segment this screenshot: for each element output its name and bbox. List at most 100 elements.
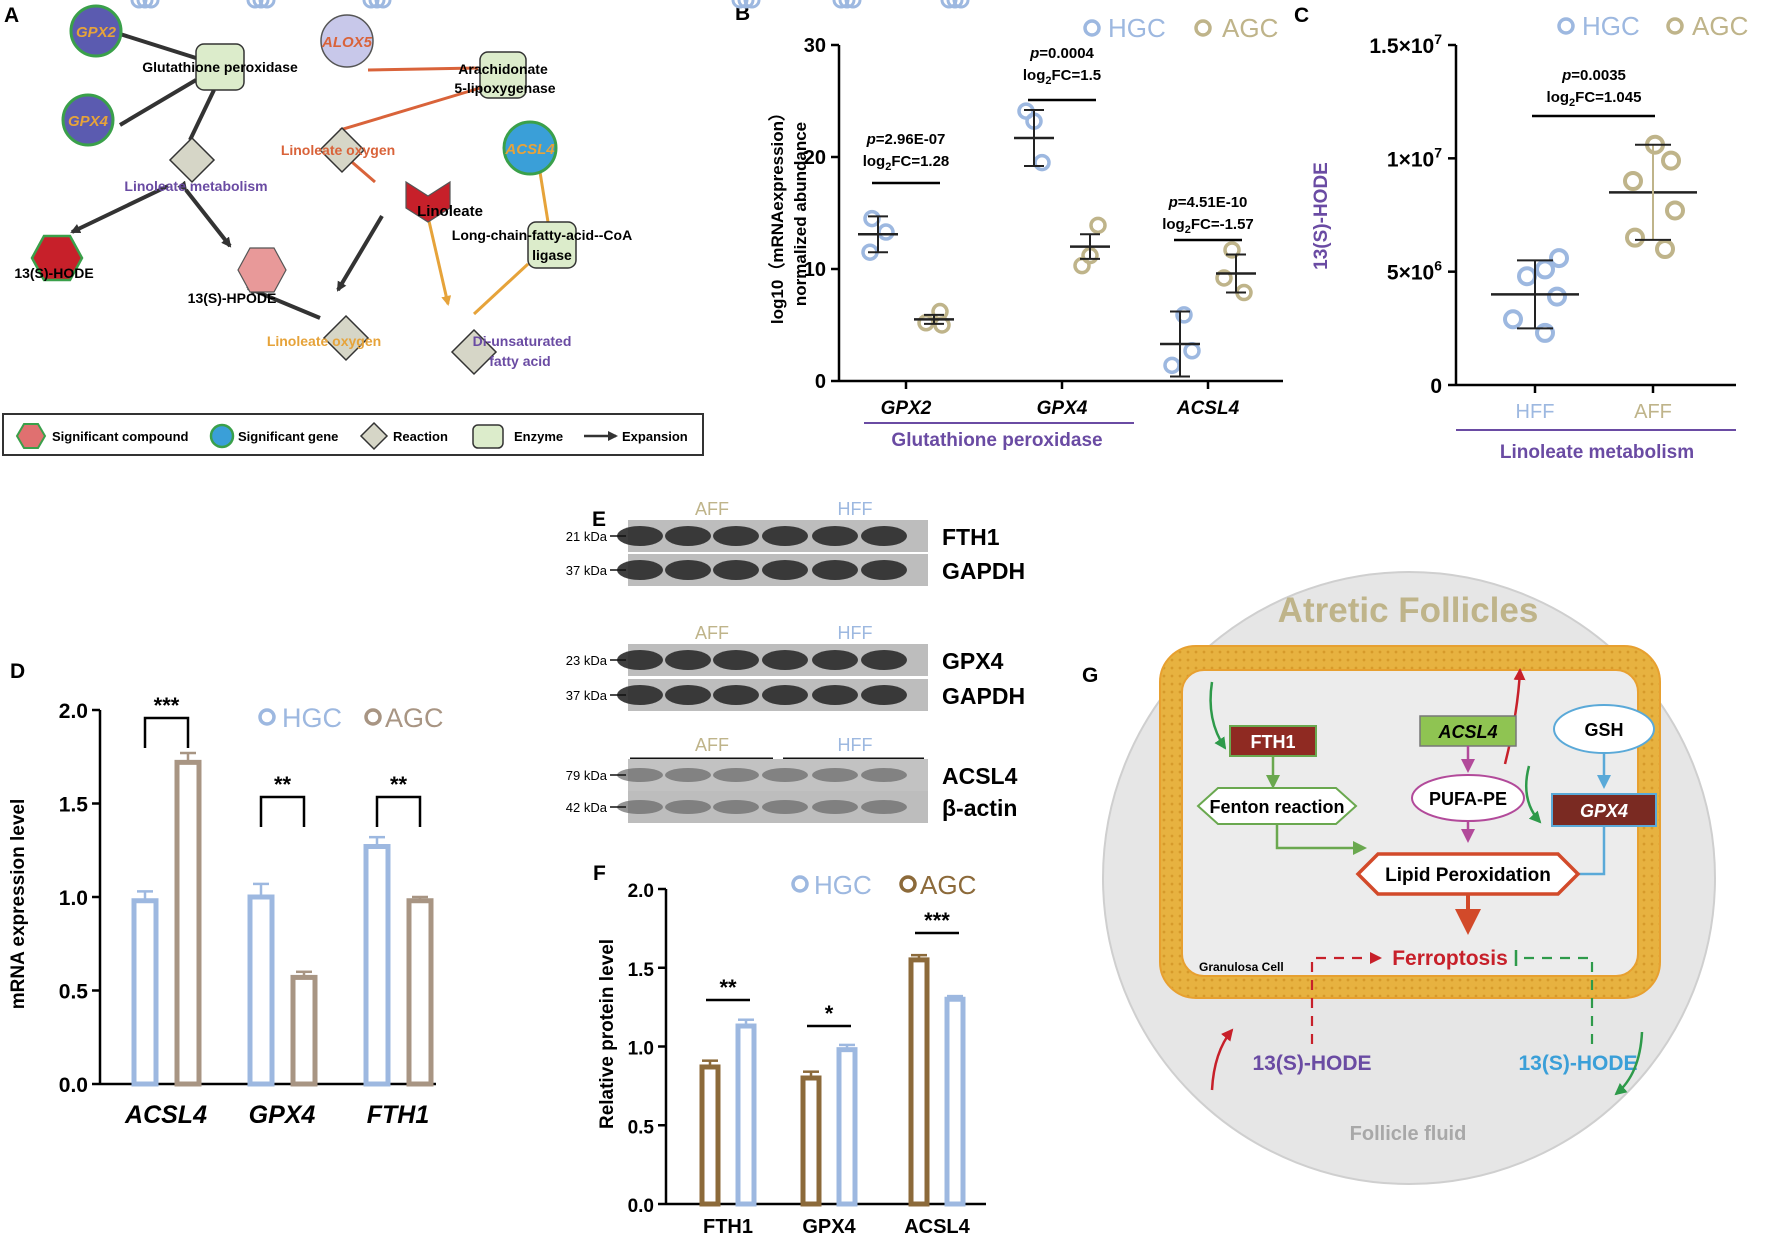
compound-13s-hode-label: 13(S)-HODE bbox=[14, 265, 93, 281]
panel-d-legend: HGC AGC bbox=[258, 703, 444, 733]
blot-kda-label: 79 kDa bbox=[566, 768, 608, 783]
bar bbox=[247, 894, 275, 1087]
lipid-peroxidation-hexagon bbox=[1355, 852, 1581, 896]
enzyme-arachidonate-box bbox=[479, 51, 527, 99]
enzyme-long-chain-label-1: Long-chain-fatty-acid--CoA bbox=[452, 227, 632, 243]
ferroptosis-label: Ferroptosis bbox=[1392, 947, 1508, 970]
legend-agc-marker bbox=[1666, 17, 1684, 35]
bar bbox=[944, 996, 966, 1207]
legend-compound-icon bbox=[15, 423, 47, 449]
significance-label: ** bbox=[274, 772, 292, 797]
data-point bbox=[1625, 227, 1645, 248]
reaction-di-unsaturated bbox=[450, 328, 498, 376]
y-tick-label: 2.0 bbox=[59, 700, 88, 723]
data-point bbox=[1665, 200, 1685, 221]
legend-expansion-label: Expansion bbox=[622, 429, 688, 444]
data-point bbox=[1223, 241, 1241, 259]
blot-band bbox=[665, 685, 711, 705]
x-tick-label: AFF bbox=[1634, 401, 1672, 423]
panel-a: A GPX2 GPX4 ALOX5 bbox=[2, 4, 704, 456]
legend-reaction-label: Reaction bbox=[393, 429, 448, 444]
panel-g-title: Atretic Follicles bbox=[1278, 591, 1539, 630]
y-tick-label: 0.5 bbox=[59, 981, 89, 1004]
legend-hgc-label: HGC bbox=[1582, 11, 1640, 41]
bar bbox=[131, 898, 159, 1087]
enzyme-glutathione-peroxidase-label: Glutathione peroxidase bbox=[142, 59, 298, 75]
reaction-di-unsaturated-label-2: fatty acid bbox=[489, 353, 550, 369]
bar bbox=[174, 759, 202, 1087]
reaction-di-unsaturated-label-1: Di-unsaturated bbox=[473, 333, 572, 349]
gene-gpx2: GPX2 bbox=[69, 4, 123, 58]
data-point bbox=[1547, 286, 1567, 307]
data-point bbox=[368, 0, 386, 9]
significance-label: ** bbox=[390, 772, 408, 797]
bar bbox=[699, 1064, 721, 1207]
y-tick-label: 1.5 bbox=[628, 960, 655, 981]
data-point bbox=[1175, 306, 1193, 324]
panel-f: F HGC AGC Relative protein level 0.00.51… bbox=[593, 0, 986, 1238]
hode-left-promote-arrow bbox=[1310, 952, 1382, 1044]
x-tick-label: FTH1 bbox=[367, 1101, 430, 1129]
data-point bbox=[142, 0, 160, 9]
y-tick-label: 2.0 bbox=[628, 881, 654, 902]
significance-label: * bbox=[825, 1001, 834, 1026]
reaction-linoleate-metabolism-label: Linoleate metabolism bbox=[124, 178, 267, 194]
blot-band bbox=[617, 800, 663, 814]
blot-kda-label: 21 kDa bbox=[566, 529, 608, 544]
compound-13s-hpode bbox=[237, 247, 287, 293]
blot-band bbox=[713, 685, 759, 705]
legend-hgc-label: HGC bbox=[282, 703, 342, 733]
y-tick-label: 1.0 bbox=[628, 1039, 654, 1060]
x-tick-label: FTH1 bbox=[703, 1216, 753, 1238]
panel-f-ylabel: Relative protein level bbox=[597, 939, 618, 1129]
data-point bbox=[246, 0, 264, 9]
gene-gpx4-label: GPX4 bbox=[68, 113, 109, 130]
blot-band bbox=[617, 768, 663, 782]
significance-label: *** bbox=[924, 908, 950, 933]
panel-b-ylabel-2: normalized abundance bbox=[791, 122, 810, 306]
data-point bbox=[844, 0, 862, 9]
bar bbox=[735, 1023, 757, 1207]
legend-hgc-marker bbox=[1557, 17, 1575, 35]
blot-band bbox=[861, 560, 907, 580]
fenton-reaction-label: Fenton reaction bbox=[1209, 797, 1344, 817]
blot-group-label: AFF bbox=[695, 735, 729, 755]
x-tick-label: GPX2 bbox=[881, 398, 932, 419]
reaction-linoleate-oxygen-top-label: Linoleate oxygen bbox=[281, 142, 395, 158]
y-tick-label: 0 bbox=[815, 371, 826, 393]
data-point bbox=[374, 0, 392, 9]
legend-gene-label: Significant gene bbox=[238, 429, 338, 444]
blot-protein-label: FTH1 bbox=[942, 524, 1000, 550]
legend-hgc-marker bbox=[791, 875, 809, 893]
gene-acsl4-label: ACSL4 bbox=[504, 141, 555, 158]
blot-band bbox=[812, 800, 858, 814]
gsh-label: GSH bbox=[1584, 720, 1623, 740]
lipid-peroxidation-label: Lipid Peroxidation bbox=[1385, 865, 1551, 886]
blot-band bbox=[762, 650, 808, 670]
data-point bbox=[743, 0, 761, 9]
data-point bbox=[1535, 259, 1555, 280]
panel-c-legend: HGC AGC bbox=[1557, 11, 1748, 41]
significance-label: ** bbox=[719, 975, 737, 1000]
legend-agc-label: AGC bbox=[385, 703, 444, 733]
data-point bbox=[1033, 153, 1051, 172]
panel-d-ylabel: mRNA expression level bbox=[8, 799, 29, 1010]
data-point bbox=[1163, 356, 1181, 375]
blot-band bbox=[617, 650, 663, 670]
gene-gpx2-circle bbox=[69, 4, 123, 58]
panel-a-letter: A bbox=[4, 4, 19, 27]
data-point bbox=[1089, 216, 1107, 235]
follicle-fluid-label: Follicle fluid bbox=[1350, 1123, 1467, 1145]
legend-hgc-marker bbox=[258, 708, 276, 726]
blot-band bbox=[812, 560, 858, 580]
legend-compound-label: Significant compound bbox=[52, 429, 189, 444]
fth1-label: FTH1 bbox=[1251, 732, 1296, 752]
significance-annotation-fc: log2FC=1.045 bbox=[1547, 89, 1642, 109]
panel-c: C HGC AGC 13(S)-HODE 05×1061×1071.5×107H… bbox=[1294, 4, 1748, 463]
legend-agc-label: AGC bbox=[1222, 13, 1278, 43]
panel-g-letter: G bbox=[1082, 664, 1098, 687]
blot-protein-label: GAPDH bbox=[942, 683, 1025, 709]
fth1-uptake-arrow bbox=[1209, 681, 1227, 750]
